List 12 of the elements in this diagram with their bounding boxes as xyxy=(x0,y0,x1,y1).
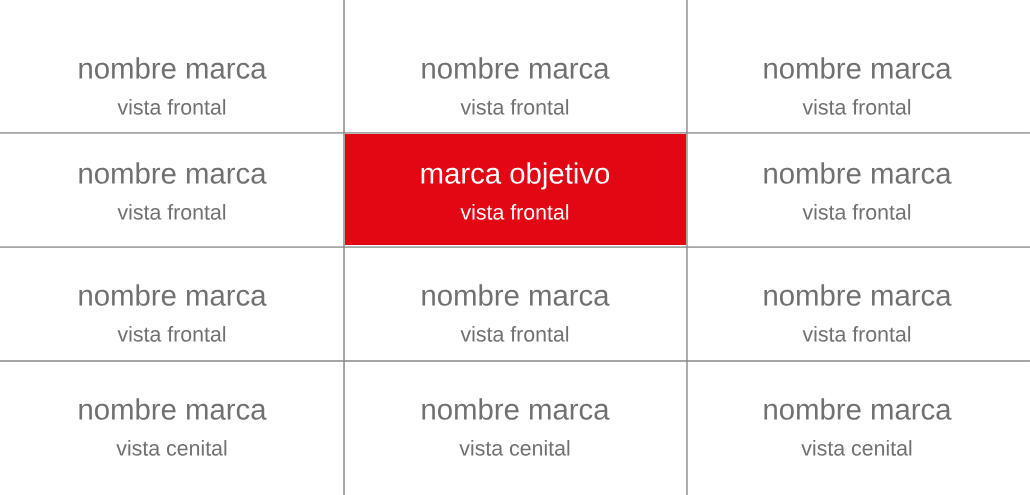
grid-cell: nombre marca vista cenital xyxy=(764,398,952,456)
grid-cell: nombre marca vista cenital xyxy=(79,398,267,456)
grid-cell: nombre marca vista frontal xyxy=(764,162,952,220)
grid-cell: nombre marca vista cenital xyxy=(422,398,610,456)
grid-cell: nombre marca vista frontal xyxy=(764,284,952,342)
grid-cell: nombre marca vista frontal xyxy=(79,284,267,342)
highlighted-cell: marca objetivo vista frontal xyxy=(345,134,686,245)
grid-cell: nombre marca vista frontal xyxy=(422,284,610,342)
grid-cell: nombre marca vista frontal xyxy=(79,162,267,220)
grid-cell: nombre marca vista frontal xyxy=(422,57,610,115)
grid-cell: nombre marca vista frontal xyxy=(764,57,952,115)
grid-cell: nombre marca vista frontal xyxy=(79,57,267,115)
